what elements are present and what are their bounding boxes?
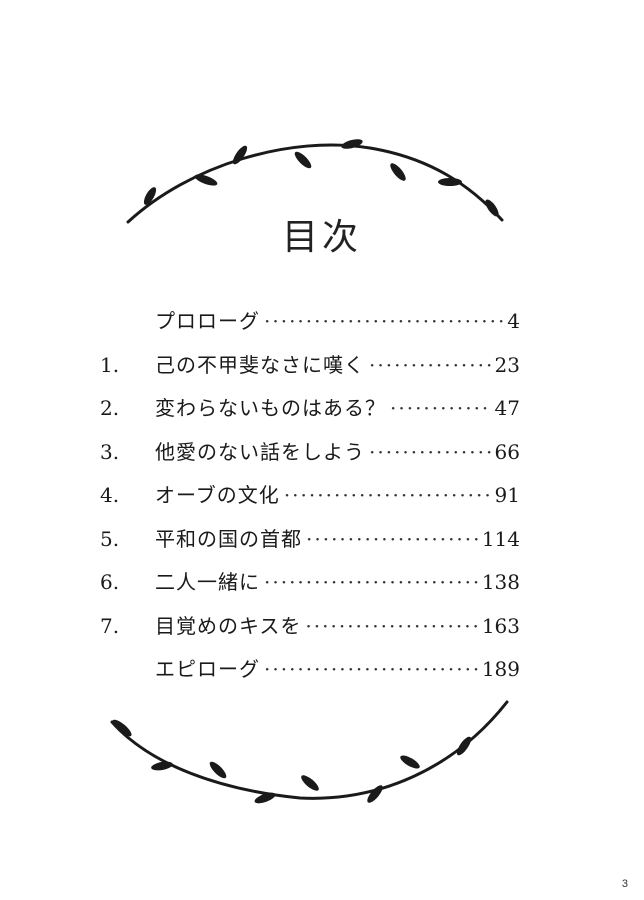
toc-row-chapter-3[interactable]: 3. 他愛のない話をしよう ··························… (100, 436, 520, 480)
toc-leader-dots: ········································… (283, 483, 491, 507)
toc-page-number: 23 (494, 352, 520, 377)
toc-number: 7. (100, 613, 120, 638)
toc-row-chapter-6[interactable]: 6. 二人一緒に ·······························… (100, 566, 520, 610)
toc-label: 他愛のない話をしよう (155, 439, 365, 464)
toc-page-number: 163 (481, 613, 520, 638)
toc-row-epilogue[interactable]: エピローグ ··································… (100, 653, 520, 697)
toc-number: 3. (100, 439, 120, 464)
toc-label: オーブの文化 (155, 483, 280, 507)
page-title: 目次 (281, 217, 362, 258)
toc-leader-dots: ········································… (264, 309, 504, 333)
toc-row-chapter-7[interactable]: 7. 目覚めのキスを ·····························… (100, 610, 520, 654)
toc-page-number: 138 (481, 570, 520, 594)
toc-number: 4. (100, 483, 120, 507)
top-laurel-vine-icon (126, 139, 504, 224)
toc-label: 変わらないものはある？ (155, 396, 386, 420)
toc-label: エピローグ (155, 657, 260, 681)
toc-number: 6. (100, 570, 120, 594)
toc-leader-dots: ········································… (264, 657, 478, 681)
toc-label: 己の不甲斐なさに嘆く (155, 352, 365, 377)
toc-row-prologue[interactable]: プロローグ ··································… (100, 305, 520, 349)
toc-label: 目覚めのキスを (155, 613, 302, 638)
toc-row-chapter-5[interactable]: 5. 平和の国の首都 ·····························… (100, 523, 520, 567)
toc-label: プロローグ (155, 309, 260, 333)
toc-page-number: 4 (507, 309, 520, 333)
toc-label: 平和の国の首都 (155, 526, 302, 551)
toc-row-chapter-2[interactable]: 2. 変わらないものはある？ ·························… (100, 392, 520, 436)
table-of-contents: プロローグ ··································… (100, 305, 520, 697)
toc-page-number: 47 (494, 396, 520, 420)
toc-leader-dots: ········································… (305, 613, 478, 638)
toc-page-number: 91 (494, 483, 520, 507)
bottom-laurel-vine-icon (110, 700, 509, 804)
toc-label: 二人一緒に (155, 570, 260, 594)
toc-number: 5. (100, 526, 120, 551)
toc-leader-dots: ········································… (264, 570, 478, 594)
toc-number: 2. (100, 396, 120, 420)
toc-page-number: 114 (481, 526, 520, 551)
toc-page-number: 189 (481, 657, 520, 681)
toc-leader-dots: ········································… (369, 352, 491, 377)
toc-leader-dots: ········································… (390, 396, 491, 420)
toc-leader-dots: ········································… (369, 439, 491, 464)
toc-page-number: 66 (494, 439, 520, 464)
page-number: 3 (621, 878, 628, 890)
toc-number: 1. (100, 352, 120, 377)
toc-leader-dots: ········································… (306, 526, 478, 551)
toc-row-chapter-4[interactable]: 4. オーブの文化 ······························… (100, 479, 520, 523)
toc-row-chapter-1[interactable]: 1. 己の不甲斐なさに嘆く ··························… (100, 349, 520, 393)
